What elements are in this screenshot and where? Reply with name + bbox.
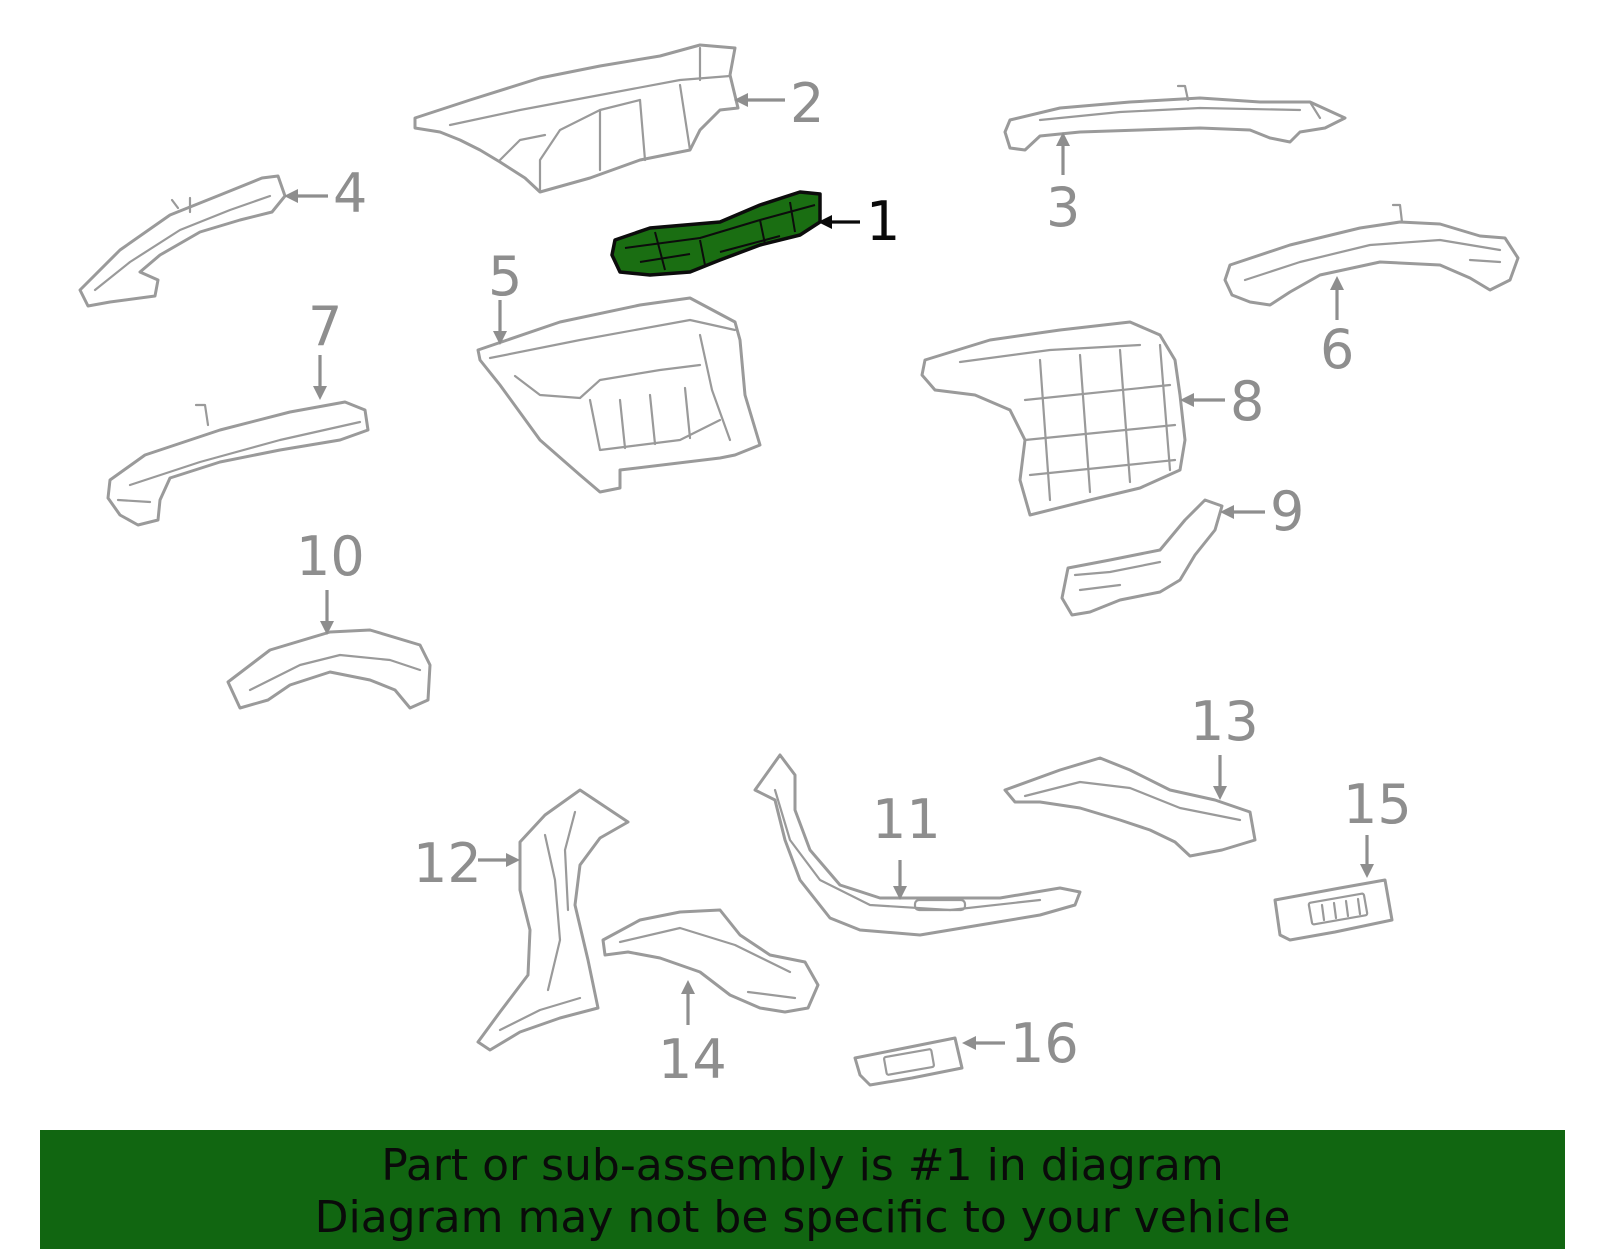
callout-3[interactable]: 3	[1046, 176, 1080, 239]
part-7-shape[interactable]	[106, 400, 370, 527]
part-4-arrowhead	[284, 189, 298, 203]
part-5-shape[interactable]	[476, 296, 762, 494]
part-14-arrowhead	[681, 980, 695, 994]
part-6-shape[interactable]	[1223, 203, 1520, 307]
callout-16[interactable]: 16	[1010, 1012, 1079, 1075]
part-3-shape[interactable]	[1003, 84, 1347, 152]
parts-diagram: 2 3 4 1 5 6	[78, 43, 1520, 1091]
part-10-shape[interactable]	[226, 628, 432, 710]
part-14-shape[interactable]	[601, 908, 820, 1014]
part-1-arrowhead	[818, 215, 832, 229]
callout-9[interactable]: 9	[1270, 480, 1304, 543]
part-16-shape[interactable]	[853, 1036, 964, 1087]
part-13-shape[interactable]	[1003, 756, 1257, 858]
part-13-arrowhead	[1213, 786, 1227, 800]
part-12-arrowhead	[506, 853, 520, 867]
part-7-arrowhead	[313, 386, 327, 400]
part-8-shape[interactable]	[920, 320, 1187, 517]
part-9-arrowhead	[1220, 505, 1234, 519]
callout-2[interactable]: 2	[790, 72, 824, 135]
part-11-shape[interactable]	[753, 753, 1082, 937]
callout-7[interactable]: 7	[308, 295, 342, 358]
callout-1[interactable]: 1	[866, 190, 900, 253]
part-1-shape[interactable]	[610, 190, 822, 277]
banner-line-2: Diagram may not be specific to your vehi…	[314, 1192, 1291, 1243]
part-6-arrowhead	[1330, 276, 1344, 290]
part-15-arrowhead	[1360, 864, 1374, 878]
part-4-shape[interactable]	[78, 174, 287, 308]
part-3-arrowhead	[1056, 132, 1070, 146]
callout-14[interactable]: 14	[658, 1028, 727, 1091]
part-2-shape[interactable]	[413, 43, 740, 194]
part-2-arrowhead	[734, 93, 748, 107]
part-12-shape[interactable]	[476, 788, 630, 1052]
info-banner: Part or sub-assembly is #1 in diagram Di…	[40, 1130, 1565, 1249]
callout-15[interactable]: 15	[1343, 773, 1412, 836]
part-9-shape[interactable]	[1060, 498, 1224, 617]
banner-line-1: Part or sub-assembly is #1 in diagram	[381, 1140, 1224, 1191]
callout-5[interactable]: 5	[488, 245, 522, 308]
part-16-arrowhead	[962, 1036, 976, 1050]
callout-8[interactable]: 8	[1230, 370, 1264, 433]
part-10-arrowhead	[320, 621, 334, 635]
callout-11[interactable]: 11	[872, 788, 941, 851]
part-11-arrowhead	[893, 886, 907, 900]
callout-6[interactable]: 6	[1320, 318, 1354, 381]
callout-12[interactable]: 12	[413, 832, 482, 895]
part-5-arrowhead	[493, 331, 507, 345]
callout-4[interactable]: 4	[333, 162, 367, 225]
callout-10[interactable]: 10	[296, 525, 365, 588]
part-15-shape[interactable]	[1273, 878, 1394, 942]
part-8-arrowhead	[1180, 393, 1194, 407]
callout-13[interactable]: 13	[1190, 690, 1259, 753]
